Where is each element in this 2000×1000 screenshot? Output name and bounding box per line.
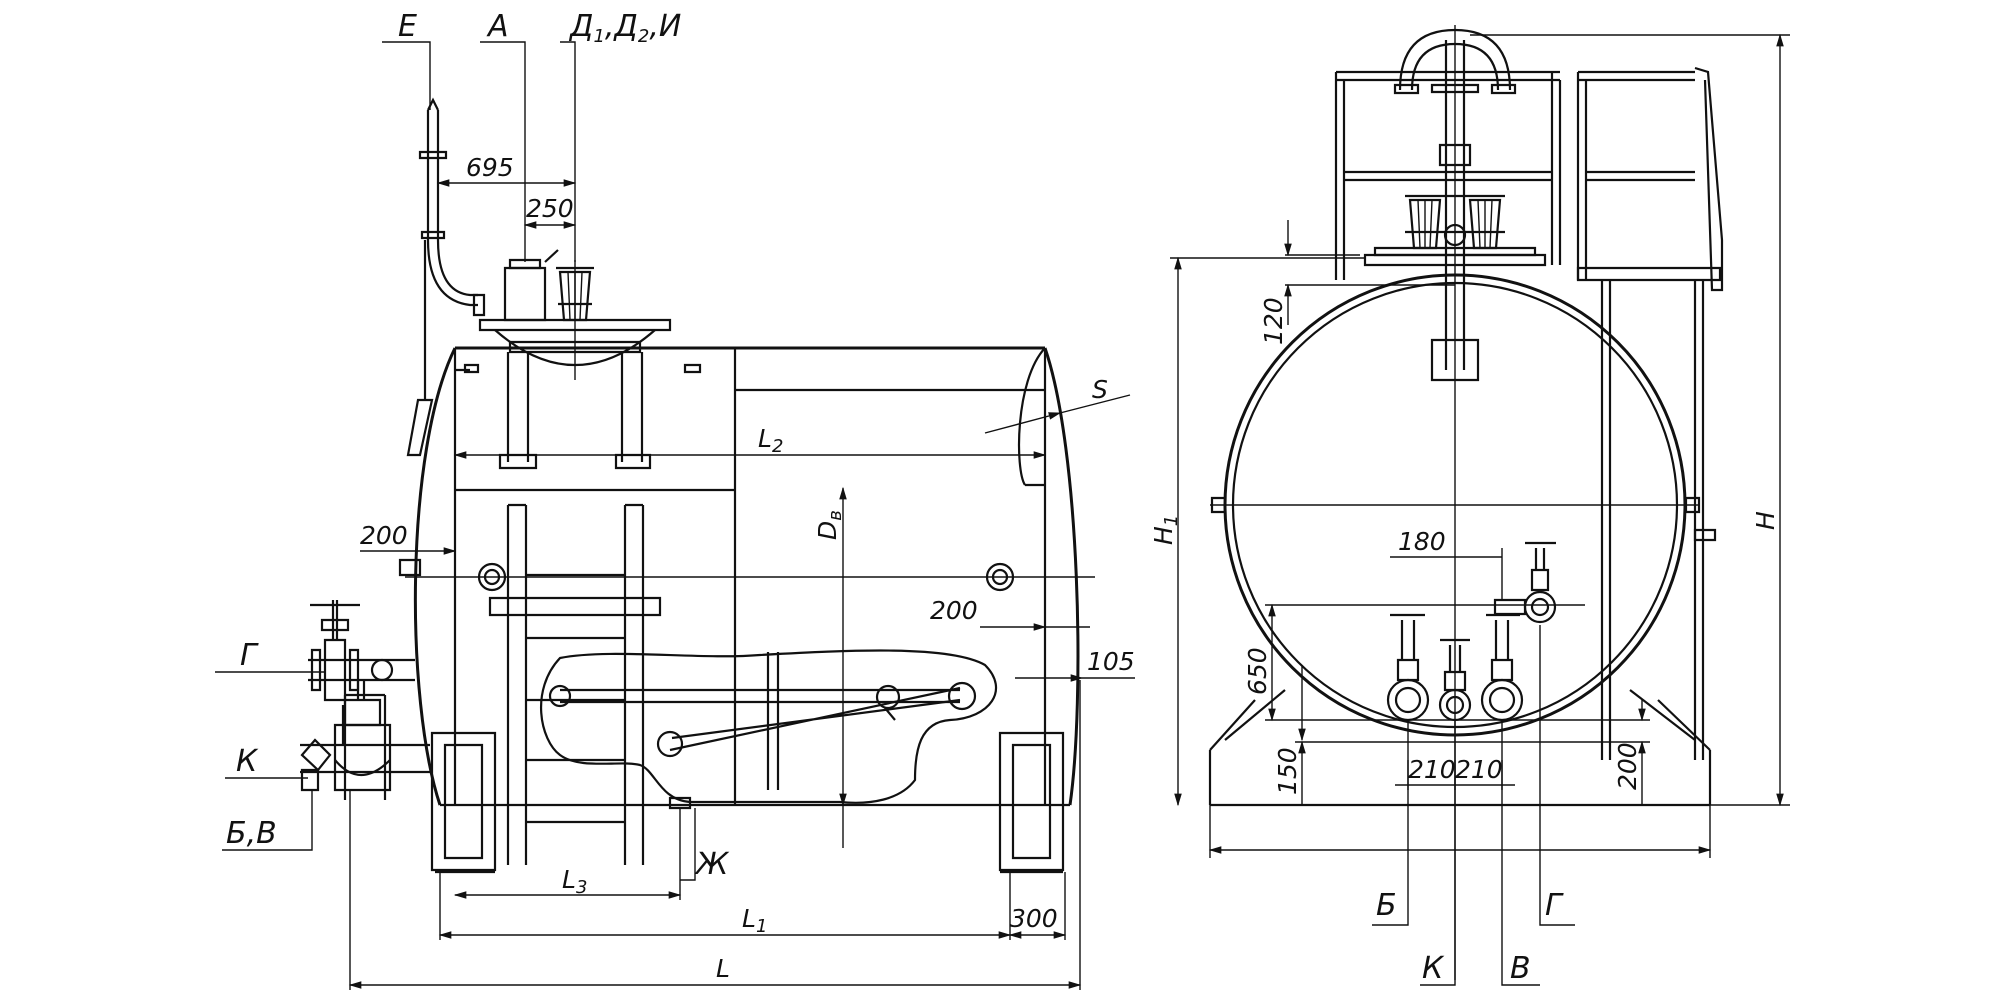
end-labels: Б Г К В 120 H1 H 180 650 150 210 210 200 bbox=[1149, 297, 1780, 986]
top-dome-hatch bbox=[455, 249, 702, 470]
callout-D1-D2-I: Д1,Д2,И bbox=[568, 9, 681, 47]
dim-L2: L2 bbox=[758, 424, 783, 457]
heater-coil bbox=[539, 649, 998, 810]
dim-S: S bbox=[1092, 375, 1108, 404]
side-view: Е А Д1,Д2,И Г К Б,В Ж 695 250 L2 200 Dв … bbox=[215, 9, 1135, 990]
top-fittings-end bbox=[1363, 28, 1547, 382]
dim-210-a: 210 bbox=[1408, 755, 1456, 784]
dim-L: L bbox=[716, 954, 730, 983]
callout-K-end: К bbox=[1422, 951, 1445, 986]
dim-650: 650 bbox=[1243, 647, 1272, 695]
dim-250: 250 bbox=[526, 194, 574, 223]
dim-200-end: 200 bbox=[1613, 742, 1642, 790]
side-ladder bbox=[488, 503, 662, 865]
dimension-lines-side bbox=[348, 179, 1135, 990]
dim-150: 150 bbox=[1273, 747, 1302, 795]
saddle-supports bbox=[430, 731, 1065, 874]
dim-L1: L1 bbox=[742, 904, 767, 937]
valve-group-left bbox=[300, 600, 430, 800]
dim-695: 695 bbox=[466, 153, 514, 182]
dim-200-right: 200 bbox=[930, 596, 978, 625]
bottom-valves-end bbox=[1386, 541, 1557, 722]
callout-V-end: В bbox=[1510, 951, 1531, 986]
dim-180: 180 bbox=[1398, 527, 1446, 556]
callout-ZH: Ж bbox=[694, 847, 730, 882]
dim-H: H bbox=[1751, 511, 1780, 530]
callout-G-side: Г bbox=[240, 638, 259, 673]
top-railing bbox=[1334, 66, 1724, 760]
shell-nozzles bbox=[398, 558, 1015, 592]
dimension-lines-end bbox=[1170, 33, 1790, 858]
callout-E: Е bbox=[398, 9, 417, 44]
callout-K-side: К bbox=[236, 744, 259, 779]
dim-210-b: 210 bbox=[1455, 755, 1503, 784]
side-centerlines bbox=[405, 260, 1095, 578]
dim-300: 300 bbox=[1010, 904, 1058, 933]
dim-H1: H1 bbox=[1149, 515, 1182, 545]
dim-120: 120 bbox=[1259, 297, 1288, 345]
side-labels: Е А Д1,Д2,И Г К Б,В Ж 695 250 L2 200 Dв … bbox=[226, 9, 1135, 983]
end-view: Б Г К В 120 H1 H 180 650 150 210 210 200 bbox=[1149, 25, 1790, 986]
callout-A: А bbox=[486, 9, 509, 44]
callout-B-end: Б bbox=[1376, 888, 1397, 923]
callout-leaders-side bbox=[215, 41, 696, 881]
breather-pipe bbox=[406, 97, 486, 457]
callout-BV: Б,В bbox=[226, 816, 277, 851]
dim-L3: L3 bbox=[562, 865, 587, 898]
dim-Dv: Dв bbox=[813, 510, 846, 540]
dim-105: 105 bbox=[1087, 647, 1135, 676]
callout-G-end: Г bbox=[1545, 888, 1564, 923]
dim-200-left: 200 bbox=[360, 521, 408, 550]
